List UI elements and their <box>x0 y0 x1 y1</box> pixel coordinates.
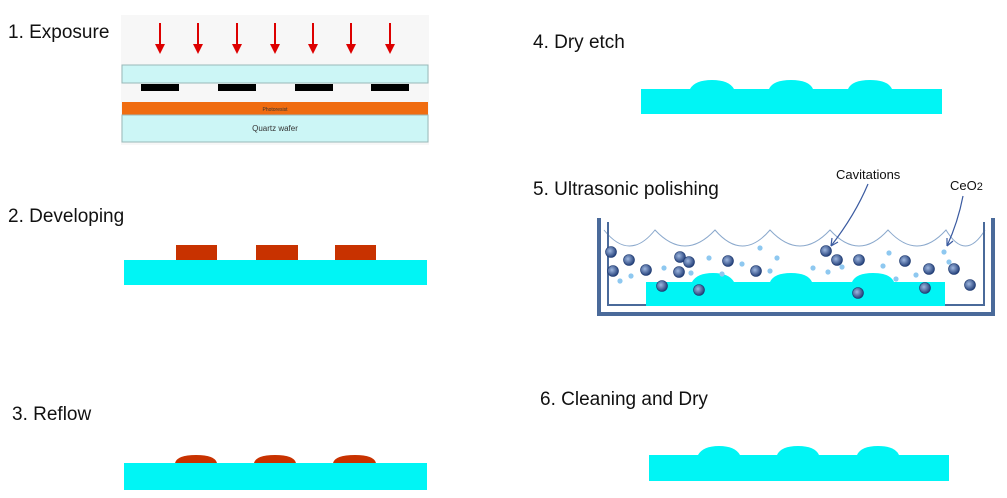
substrate <box>649 455 949 481</box>
ceo2-particle <box>839 264 845 270</box>
microlens <box>852 273 894 282</box>
cavitation-bubble <box>831 254 843 266</box>
quartz-wafer-label: Quartz wafer <box>252 124 298 133</box>
substrate <box>641 89 942 114</box>
cavitation-bubble <box>899 255 911 267</box>
reflowed-resist <box>254 455 296 463</box>
cavitation-bubble <box>853 254 865 266</box>
cavitation-bubble <box>948 263 960 275</box>
cavitation-bubble <box>919 282 931 294</box>
ceo2-particle <box>774 255 780 261</box>
resist-block <box>256 245 298 260</box>
substrate <box>124 463 427 490</box>
step-5-label: 5. Ultrasonic polishing <box>533 179 719 200</box>
cavitation-bubble <box>852 287 864 299</box>
cavitation-bubble <box>750 265 762 277</box>
ceo2-particle <box>767 268 773 274</box>
ceo2-particle <box>893 276 899 282</box>
uv-arrows <box>155 23 395 54</box>
ceo2-particle <box>913 272 919 278</box>
cavitation-bubble <box>923 263 935 275</box>
dry-etch-illustration <box>641 80 942 114</box>
resist-block <box>176 245 217 260</box>
mask-pattern <box>371 84 409 91</box>
cavitation-bubble <box>722 255 734 267</box>
microlens <box>690 80 734 89</box>
ceo2-particles <box>617 245 952 284</box>
ceo2-particle <box>617 278 623 284</box>
reflowed-resist <box>333 455 376 463</box>
microlens <box>770 273 812 282</box>
photoresist-label: Photoresist <box>262 107 288 113</box>
ceo2-particle <box>941 249 947 255</box>
microlens <box>777 446 819 455</box>
ceo2-particle <box>880 263 886 269</box>
microlens <box>692 273 734 282</box>
cleaning-dry-illustration <box>649 446 949 481</box>
uv-arrow-head <box>346 44 356 54</box>
reflowed-resist <box>175 455 217 463</box>
quartz-wafer <box>121 114 429 143</box>
substrate <box>124 260 427 285</box>
ceo2-pointer <box>946 195 964 247</box>
ceo2-particle <box>661 265 667 271</box>
ceo2-particle <box>739 261 745 267</box>
uv-arrow-head <box>385 44 395 54</box>
ceo2-particle <box>946 259 952 265</box>
uv-arrow-head <box>308 44 318 54</box>
step-4-label: 4. Dry etch <box>533 32 625 53</box>
cavitation-bubble <box>964 279 976 291</box>
cavitation-bubble <box>607 265 619 277</box>
cavitation-bubble <box>674 251 686 263</box>
cavitation-bubble <box>693 284 705 296</box>
cavitations-label: Cavitations <box>836 167 901 182</box>
cavitation-bubble <box>673 266 685 278</box>
liquid-surface <box>603 229 986 247</box>
ceo2-pointer-head <box>946 238 954 247</box>
substrate <box>646 282 945 306</box>
microlens <box>698 446 740 455</box>
photomask-plate <box>121 64 429 84</box>
step-6-label: 6. Cleaning and Dry <box>540 389 708 410</box>
microlens <box>848 80 892 89</box>
photoresist-layer <box>122 102 428 115</box>
ceo2-particle <box>719 271 725 277</box>
mask-pattern <box>295 84 333 91</box>
cavitation-bubbles <box>605 245 976 299</box>
cavitations-pointer <box>830 183 869 247</box>
cavitation-bubble <box>683 256 695 268</box>
ceo2-particle <box>688 270 694 276</box>
ceo2-particle <box>825 269 831 275</box>
mask-pattern <box>218 84 256 91</box>
ceo2-particle <box>628 273 634 279</box>
step-3-label: 3. Reflow <box>12 404 91 425</box>
cavitation-bubble <box>640 264 652 276</box>
mask-pattern <box>141 84 179 91</box>
cavitation-bubble <box>605 246 617 258</box>
ceo2-particle <box>886 250 892 256</box>
cavitation-bubble <box>623 254 635 266</box>
uv-arrow-head <box>155 44 165 54</box>
cavitation-bubble <box>656 280 668 292</box>
uv-arrow-head <box>193 44 203 54</box>
ultrasonic-tank <box>597 218 995 316</box>
ceo2-particle <box>810 265 816 271</box>
developing-illustration <box>124 245 427 285</box>
ceo2-particle <box>706 255 712 261</box>
cavitations-pointer-head <box>830 237 839 247</box>
uv-arrow-head <box>232 44 242 54</box>
ultrasonic-polishing-illustration: Cavitations CeO2 <box>597 167 995 316</box>
ceo2-label: CeO2 <box>950 178 983 193</box>
step-1-label: 1. Exposure <box>8 22 109 43</box>
reflow-illustration <box>124 455 427 490</box>
ceo2-particle <box>757 245 763 251</box>
microlens <box>857 446 899 455</box>
microlens <box>769 80 813 89</box>
cavitation-bubble <box>820 245 832 257</box>
exposure-illustration: Photoresist Quartz wafer <box>121 15 429 145</box>
resist-block <box>335 245 376 260</box>
uv-arrow-head <box>270 44 280 54</box>
step-2-label: 2. Developing <box>8 206 124 227</box>
